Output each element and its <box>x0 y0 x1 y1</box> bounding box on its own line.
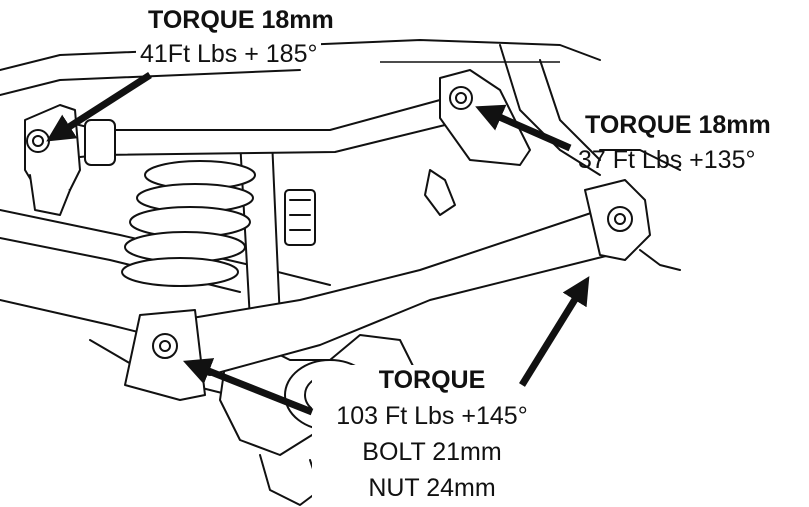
arrow-bottom-left <box>182 358 314 416</box>
coil-spring <box>121 160 256 287</box>
callout-bottom-nut: NUT 24mm <box>368 474 496 502</box>
callout-right-spec: 37 Ft Lbs +135° <box>578 146 756 174</box>
bottom-label-backing <box>312 365 560 505</box>
callout-right-title: TORQUE 18mm <box>585 111 771 139</box>
bolt-bottom-left <box>152 333 178 359</box>
callout-top-left-spec: 41Ft Lbs + 185° <box>136 42 322 67</box>
bolt-top-left <box>26 129 50 153</box>
arrow-top-right <box>475 104 572 152</box>
shock-absorber <box>239 139 316 321</box>
callout-bottom-bolt: BOLT 21mm <box>362 438 502 466</box>
arrow-top-left <box>46 72 152 142</box>
arrow-bottom-right <box>519 276 590 387</box>
callout-bottom-spec: 103 Ft Lbs +145° <box>336 402 528 430</box>
callout-top-left-title: TORQUE 18mm <box>148 6 334 34</box>
sway-bar-link <box>424 169 456 216</box>
callout-bottom-title: TORQUE <box>378 366 486 394</box>
bolt-top-middle <box>449 86 473 110</box>
bolt-right <box>607 206 633 232</box>
